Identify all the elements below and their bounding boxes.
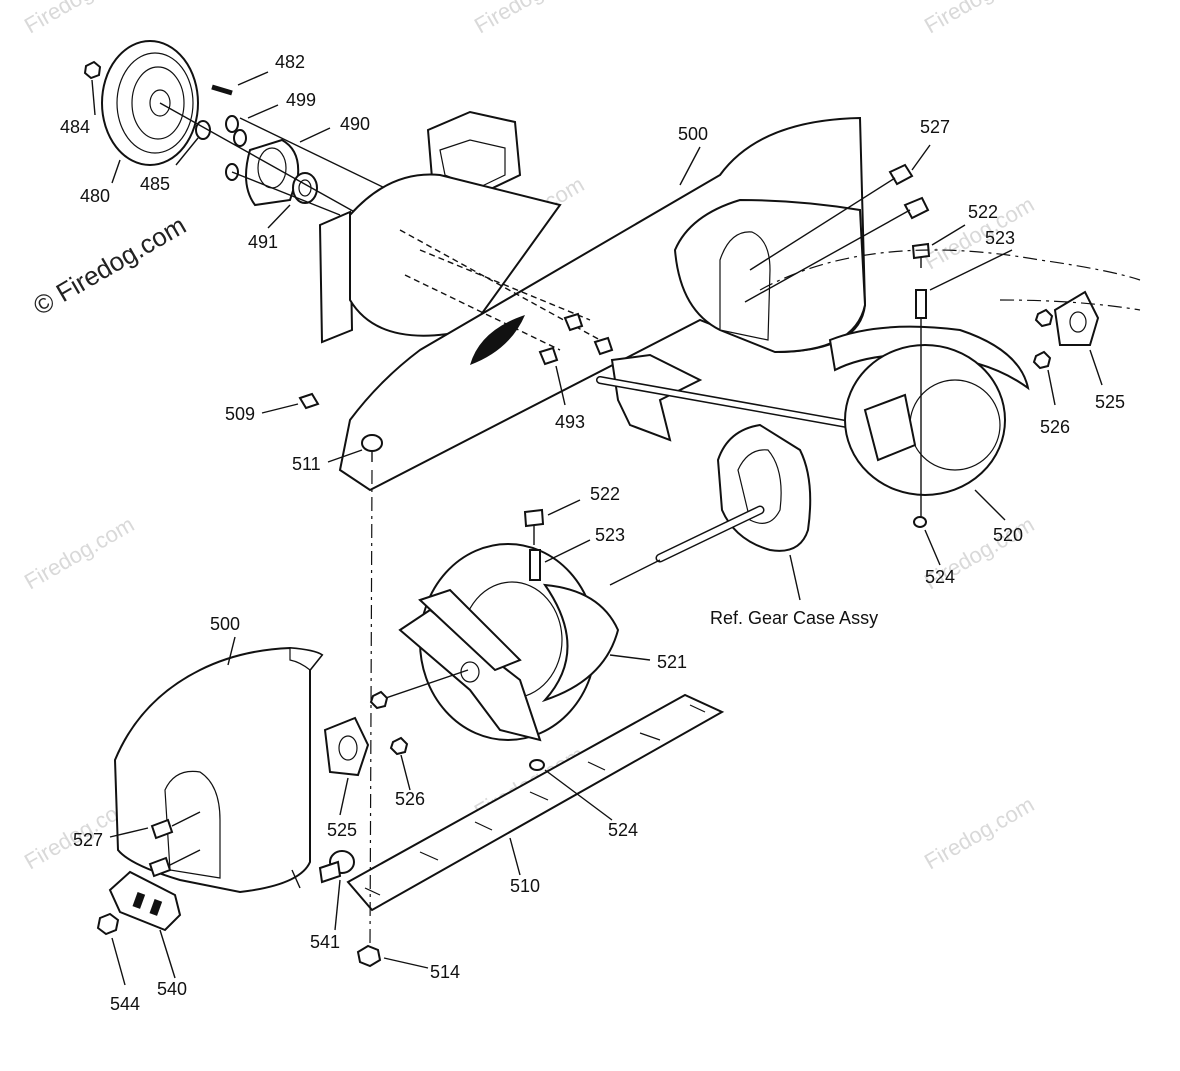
nut-544	[96, 912, 120, 936]
nut-526-top-a	[1034, 308, 1054, 328]
label-521: 521	[657, 652, 687, 672]
nut-524-top	[913, 516, 927, 528]
label-509: 509	[225, 404, 255, 424]
shave-plate	[346, 693, 725, 912]
label-524-bot: 524	[608, 820, 638, 840]
bolt-522-top	[911, 242, 931, 260]
label-490: 490	[340, 114, 370, 134]
label-523-mid: 523	[595, 525, 625, 545]
label-485: 485	[140, 174, 170, 194]
watermark-top-center: Firedog.com	[470, 0, 588, 38]
skid-shoe-540	[108, 870, 182, 932]
label-514: 514	[430, 962, 460, 982]
carriage-bolt-511	[361, 434, 383, 452]
bolt-527-bot-a	[150, 818, 174, 840]
label-510: 510	[510, 876, 540, 896]
label-491: 491	[248, 232, 278, 252]
leader-lines	[91, 71, 1103, 986]
auger-right-520	[759, 242, 1141, 528]
auger-housing-500	[298, 110, 930, 492]
watermark-left-mid: Firedog.com	[20, 512, 138, 595]
watermark-top-right: Firedog.com	[920, 0, 1038, 38]
label-527-bot: 527	[73, 830, 103, 850]
nut-526-bot-a	[369, 690, 389, 710]
pin-523-top	[915, 289, 927, 319]
label-522-mid: 522	[590, 484, 620, 504]
nut-526-top-b	[1032, 350, 1052, 370]
bolt-527-b	[903, 196, 930, 220]
gear-case-assembly	[596, 353, 884, 586]
housing-rear-plate	[318, 210, 354, 344]
nut-524-bot	[529, 759, 545, 771]
label-527-top: 527	[920, 117, 950, 137]
bolt-493-b	[593, 336, 614, 356]
label-480: 480	[80, 186, 110, 206]
bolt-499-a	[225, 115, 239, 133]
label-499: 499	[286, 90, 316, 110]
label-524-top: 524	[925, 567, 955, 587]
auger-left-521	[379, 508, 620, 771]
label-522-top: 522	[968, 202, 998, 222]
label-511: 511	[292, 454, 321, 474]
label-484: 484	[60, 117, 90, 137]
bolt-493-c	[538, 346, 559, 366]
nut-526-bot-b	[389, 736, 409, 756]
label-540: 540	[157, 979, 187, 999]
label-500-top: 500	[678, 124, 708, 144]
label-526-top: 526	[1040, 417, 1070, 437]
impeller	[610, 353, 703, 442]
label-500-left: 500	[210, 614, 240, 634]
watermark-top-left: Firedog.com	[20, 0, 138, 38]
label-493: 493	[555, 412, 585, 432]
label-541: 541	[310, 932, 340, 952]
label-523-top: 523	[985, 228, 1015, 248]
pulley-group	[83, 40, 421, 216]
nut-484	[83, 60, 102, 80]
bolt-493-a	[563, 312, 584, 332]
label-526-bot: 526	[395, 789, 425, 809]
watermark-right-low: Firedog.com	[920, 792, 1038, 875]
label-544: 544	[110, 994, 140, 1014]
key-482	[211, 84, 233, 96]
label-482: 482	[275, 52, 305, 72]
screw-509	[298, 392, 320, 410]
gear-case-reference-note: Ref. Gear Case Assy	[710, 608, 878, 628]
nut-514	[356, 944, 382, 968]
housing-end-500	[96, 646, 409, 936]
housing-opening	[470, 315, 525, 365]
bolt-522-mid	[523, 508, 545, 528]
bolt-527-a	[888, 163, 914, 186]
label-525-bot: 525	[327, 820, 357, 840]
watermark-main: © Firedog.com	[28, 210, 191, 321]
shave-plate-510	[346, 469, 725, 968]
part-labels: 484 480 482 499 490 485 491 500 527 522 …	[60, 52, 1125, 1014]
label-525-top: 525	[1095, 392, 1125, 412]
label-520: 520	[993, 525, 1023, 545]
pin-523-mid	[529, 549, 541, 581]
bolt-499-b	[233, 129, 247, 147]
bolt-527-bot-b	[148, 856, 172, 878]
